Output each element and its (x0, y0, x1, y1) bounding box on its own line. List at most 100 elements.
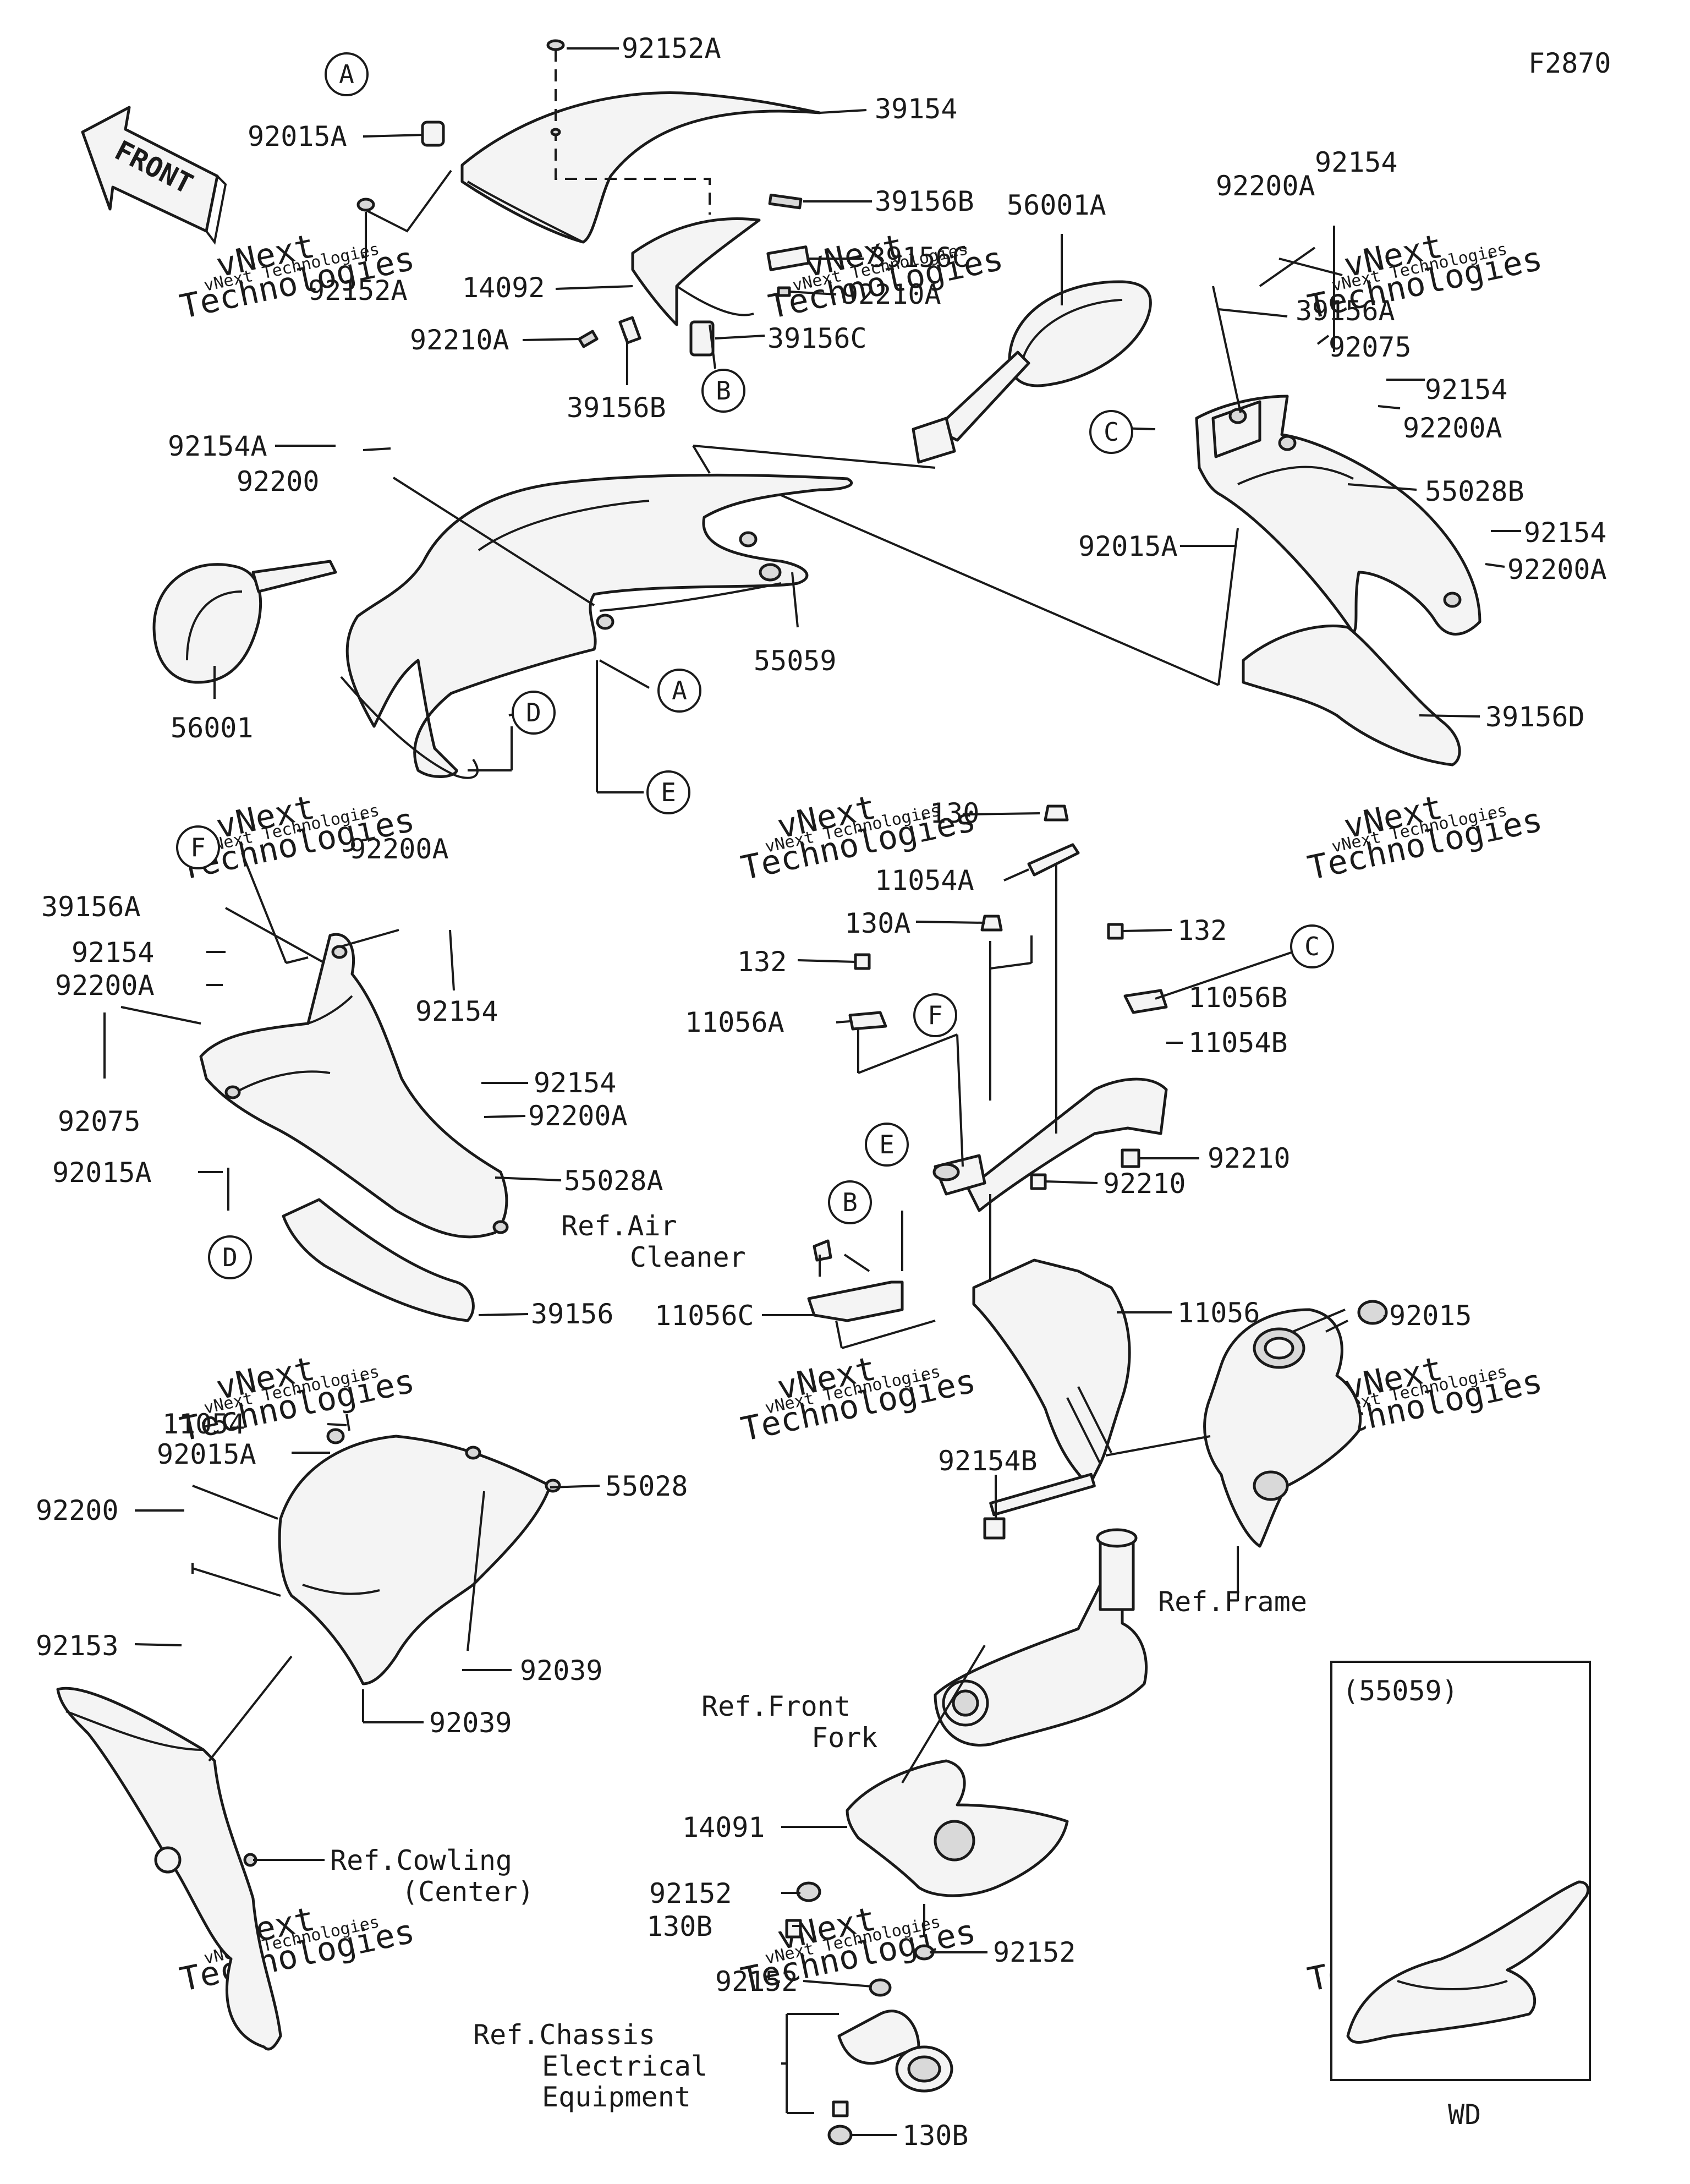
part-label: 39156B (875, 185, 974, 217)
part-label: 55028B (1425, 475, 1524, 507)
upper-cowling (340, 473, 853, 779)
svg-text:C: C (1104, 417, 1119, 447)
circle-marker: A (325, 52, 369, 96)
part-label: 55028 (605, 1470, 688, 1502)
inner-cover (278, 1428, 561, 1685)
ref-label-cowling-center: (Center) (402, 1876, 534, 1908)
svg-text:B: B (716, 376, 731, 406)
svg-text:A: A (339, 59, 354, 89)
part-label: 39156C (767, 322, 867, 354)
svg-text:E: E (879, 1130, 895, 1159)
circle-marker: D (512, 691, 556, 735)
part-label: 92200A (55, 970, 155, 1001)
part-label: 92015 (1389, 1300, 1472, 1332)
part-label: 130B (646, 1911, 712, 1942)
circle-marker: C (1089, 410, 1133, 454)
reference-labels: Ref.Air Cleaner Ref.Frame Ref.Front Fork… (330, 1210, 1307, 2113)
watermark: vNext Technologies vNext Technologies (1304, 788, 1546, 888)
mirror-right (912, 280, 1152, 464)
part-label: 11056B (1188, 982, 1288, 1014)
part-label: 11054A (875, 864, 974, 896)
part-label: 132 (737, 946, 787, 978)
part-label: 14091 (682, 1811, 765, 1843)
leader-lines (103, 47, 1521, 2136)
ref-label-cowling-center: Ref.Cowling (330, 1844, 512, 1876)
frame-head (1203, 1308, 1362, 1548)
part-label: 92210A (842, 278, 941, 310)
part-label: 92039 (429, 1707, 512, 1739)
ref-label-frame: Ref.Frame (1158, 1586, 1307, 1618)
ref-label-chassis-electrical: Electrical (542, 2050, 707, 2082)
svg-text:F: F (190, 833, 206, 862)
circle-marker: B (701, 369, 745, 413)
part-label: 11054B (1188, 1027, 1288, 1059)
part-label: 92075 (58, 1105, 141, 1137)
electrical-equipment (827, 2010, 953, 2145)
part-label: 92200A (1507, 554, 1607, 585)
windshield-group (356, 39, 821, 357)
circle-marker: E (646, 770, 690, 814)
part-label: 92154 (534, 1067, 617, 1099)
svg-text:B: B (842, 1187, 858, 1217)
part-label: 92075 (1329, 331, 1412, 363)
watermark: vNext Technologies vNext Technologies (177, 227, 418, 326)
ref-label-front-fork: Ref.Front (701, 1690, 851, 1722)
part-label: 92200A (1216, 170, 1315, 202)
part-label: 39156 (531, 1298, 614, 1330)
part-label: 92154 (1315, 146, 1398, 178)
part-label: 92210 (1208, 1142, 1291, 1174)
ref-label-air-cleaner: Ref.Air (561, 1210, 677, 1242)
part-label: 92015A (248, 121, 347, 152)
part-label: 92154 (1425, 374, 1508, 406)
part-label: 132 (1177, 915, 1227, 946)
side-panel-right (1195, 395, 1482, 767)
cowling-center (56, 1687, 282, 2051)
circle-marker: E (865, 1123, 909, 1167)
part-label: 130B (902, 2120, 968, 2152)
svg-text:D: D (222, 1242, 238, 1272)
watermark: vNext Technologies vNext Technologies (738, 1349, 979, 1449)
part-label: 39156A (1296, 295, 1395, 327)
part-label: 92154A (168, 430, 267, 462)
svg-text:E: E (661, 778, 676, 807)
part-label: 92015A (1078, 530, 1178, 562)
part-label: 11056C (655, 1300, 754, 1332)
part-label: 130A (844, 907, 910, 939)
part-label: 56001 (171, 712, 254, 744)
part-label: 39156B (567, 392, 666, 424)
bracket-stays (807, 804, 1388, 1540)
circle-marker: D (208, 1235, 252, 1279)
part-label: 92153 (36, 1630, 119, 1662)
part-label: 92200A (528, 1100, 628, 1132)
variant-inset: (55059) WD (1330, 1661, 1591, 2131)
ref-label-chassis-electrical: Ref.Chassis (473, 2019, 655, 2051)
part-label: 92210A (410, 324, 509, 356)
part-label: 92200 (237, 466, 320, 497)
ref-label-air-cleaner: Cleaner (630, 1241, 746, 1273)
part-label: 92210 (1103, 1168, 1186, 1200)
part-label: 92200 (36, 1495, 119, 1526)
circle-marker: A (657, 669, 701, 713)
side-panel-left (199, 933, 509, 1322)
part-label: 92015A (52, 1157, 152, 1189)
part-label: 56001A (1007, 189, 1106, 221)
part-label: 92152A (622, 32, 721, 64)
front-direction-arrow: FRONT (81, 106, 227, 245)
part-number-labels: 92152A 39154 92015A 92152A 39156B 39156C… (36, 32, 1607, 2152)
part-label: 55028A (564, 1165, 663, 1197)
inset-title: (55059) (1342, 1675, 1458, 1707)
part-label: 55059 (754, 645, 837, 677)
ref-label-chassis-electrical: Equipment (542, 2081, 691, 2113)
part-label: 11056 (1177, 1297, 1260, 1329)
part-label: 92154 (415, 995, 498, 1027)
part-label: 39156C (869, 242, 969, 273)
circle-marker: B (828, 1180, 872, 1224)
inset-caption: WD (1448, 2099, 1481, 2131)
part-label: 11054 (162, 1408, 245, 1440)
circle-marker: C (1290, 924, 1334, 968)
part-label: 11056A (685, 1006, 784, 1038)
part-label: 92152 (715, 1966, 798, 1997)
part-label: 92039 (520, 1655, 603, 1687)
circle-marker: F (913, 993, 957, 1037)
